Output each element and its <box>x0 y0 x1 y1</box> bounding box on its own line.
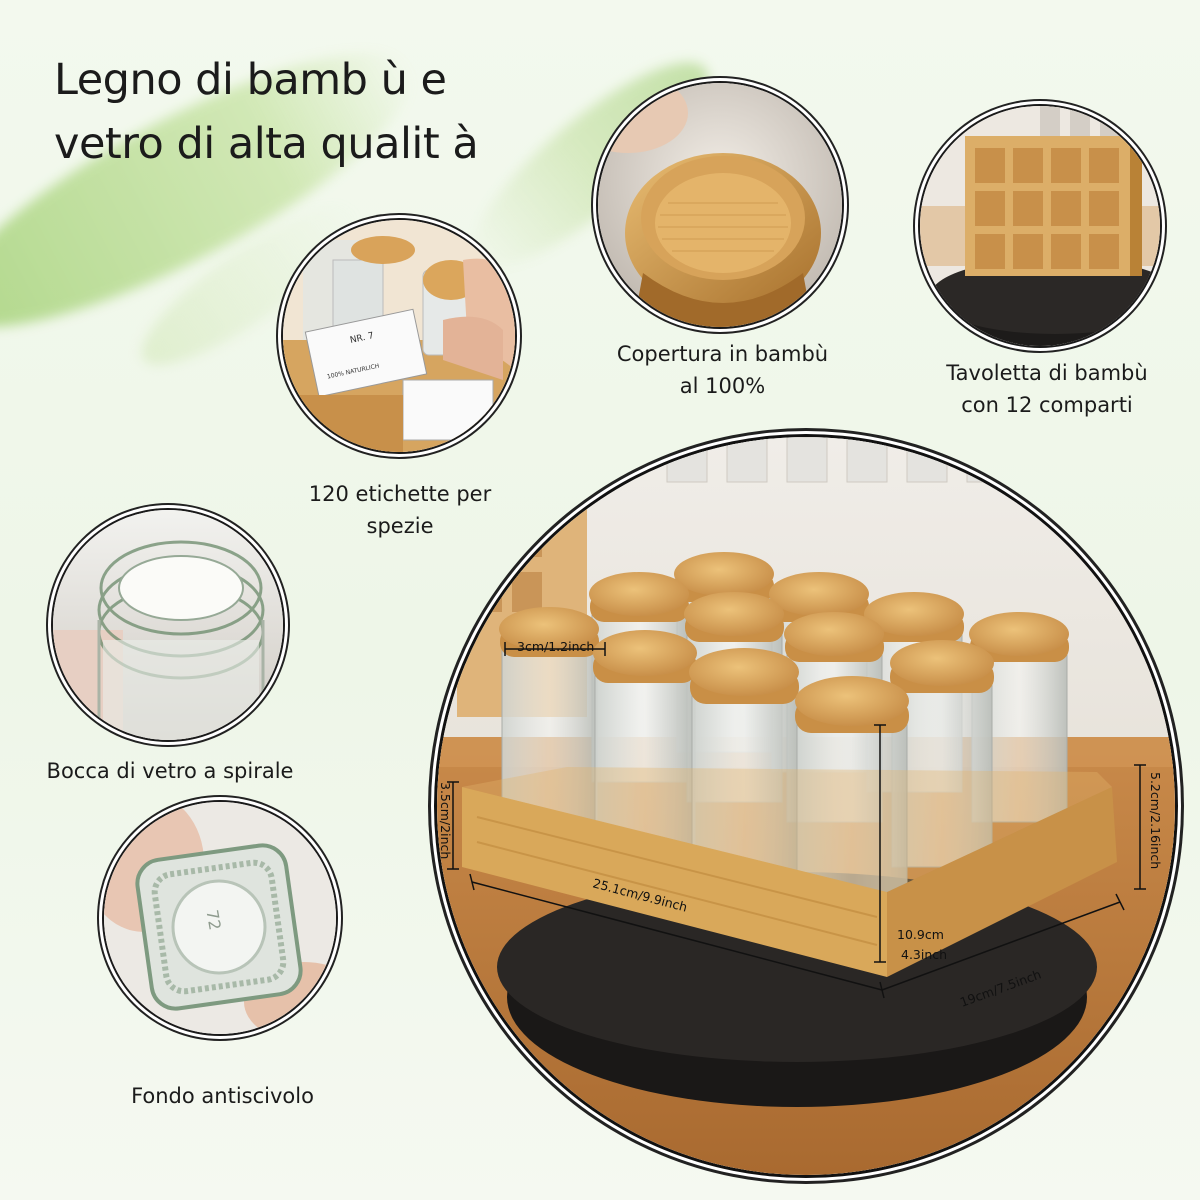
label-card-number: NR. 7 <box>349 331 375 346</box>
mouth-caption: Bocca di vetro a spirale <box>20 755 320 787</box>
bamboo-tray-photo <box>920 106 1160 346</box>
bottom-caption: Fondo antiscivolo <box>95 1080 350 1112</box>
lid-caption: Copertura in bambù al 100% <box>590 338 855 402</box>
product-main-photo: 3cm/1.2inch 3.5cm/2inch 5.2cm/2.16inch 1… <box>437 437 1175 1175</box>
bottom-mold-mark: 72 <box>202 908 224 931</box>
glass-mouth-photo <box>53 510 283 740</box>
dim-lid-diameter: 3cm/1.2inch <box>517 639 594 654</box>
spice-labels-photo: NR. 7 100% NATURLICH <box>283 220 515 452</box>
dim-jar-height: 5.2cm/2.16inch <box>1148 772 1163 869</box>
lid-caption-line-1: Copertura in bambù <box>616 342 829 366</box>
tray-caption-line-1: Tavoletta di bambù <box>946 361 1148 385</box>
dim-jar-depth-1: 10.9cm <box>897 927 944 942</box>
jar <box>593 630 697 858</box>
glass-bottom-photo: 72 <box>104 802 336 1034</box>
tray-caption: Tavoletta di bambù con 12 comparti <box>912 357 1182 421</box>
mouth-caption-line-1: Bocca di vetro a spirale <box>46 759 294 783</box>
dim-jar-depth-2: 4.3inch <box>901 947 947 962</box>
dim-tray-front-height: 3.5cm/2inch <box>438 782 453 859</box>
labels-caption-line-2: spezie <box>366 514 434 538</box>
tray-caption-line-2: con 12 comparti <box>961 393 1133 417</box>
bottom-caption-line-1: Fondo antiscivolo <box>131 1084 314 1108</box>
labels-caption: 120 etichette per spezie <box>280 478 520 542</box>
labels-caption-line-1: 120 etichette per <box>308 482 492 506</box>
lid-caption-line-2: al 100% <box>679 374 766 398</box>
headline: Legno di bamb ù e vetro di alta qualit à <box>54 48 479 176</box>
bamboo-lid-photo <box>598 83 842 327</box>
headline-line-2: vetro di alta qualit à <box>54 119 479 169</box>
headline-line-1: Legno di bamb ù e <box>54 55 447 105</box>
